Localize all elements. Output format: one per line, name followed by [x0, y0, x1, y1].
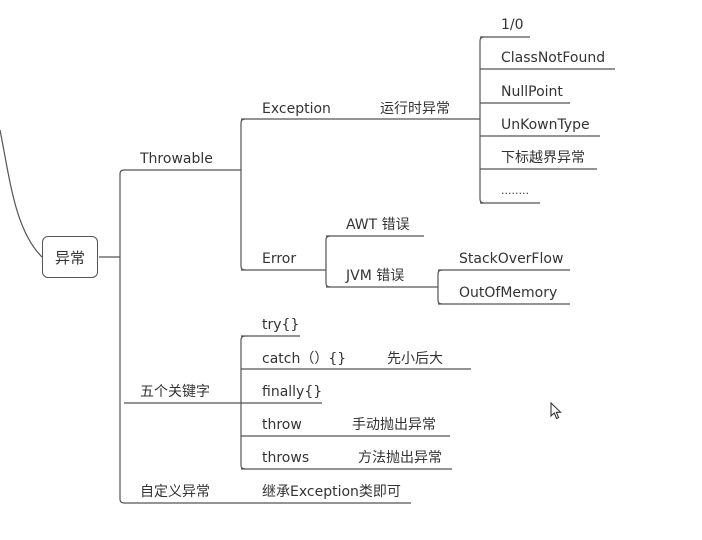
runtime-item[interactable]: 下标越界异常	[501, 150, 585, 166]
keyword-item[interactable]: finally{}	[262, 384, 323, 400]
error-node[interactable]: Error	[262, 251, 297, 267]
runtime-item[interactable]: ClassNotFound	[501, 50, 606, 66]
custom-exception-node[interactable]: 自定义异常	[140, 484, 210, 500]
keywords-node[interactable]: 五个关键字	[140, 384, 210, 400]
runtime-item[interactable]: ........	[501, 184, 529, 197]
keyword-item[interactable]: try{}	[262, 317, 300, 333]
keyword-note[interactable]: 方法抛出异常	[358, 450, 442, 466]
exception-node[interactable]: Exception	[262, 101, 331, 117]
mouse-pointer-icon	[550, 402, 562, 420]
runtime-item[interactable]: NullPoint	[501, 84, 563, 100]
trunk-line	[119, 169, 125, 504]
throwable-node[interactable]: Throwable	[140, 151, 213, 167]
jvm-error-node[interactable]: JVM 错误	[346, 268, 405, 284]
keyword-note[interactable]: 先小后大	[387, 351, 443, 367]
runtime-item[interactable]: UnKownType	[501, 117, 590, 133]
runtime-item[interactable]: 1/0	[501, 17, 524, 33]
keyword-item[interactable]: throws	[262, 450, 310, 466]
jvm-error-item[interactable]: OutOfMemory	[459, 285, 558, 301]
keyword-item[interactable]: throw	[262, 417, 302, 433]
root-label: 异常	[54, 248, 85, 267]
runtime-exception-node[interactable]: 运行时异常	[380, 101, 450, 117]
parent-connector	[0, 129, 43, 258]
jvm-error-item[interactable]: StackOverFlow	[459, 251, 564, 267]
root-node[interactable]: 异常	[42, 236, 98, 278]
keyword-item[interactable]: catch（）{}	[262, 351, 347, 367]
awt-error-node[interactable]: AWT 错误	[346, 217, 410, 233]
keyword-note[interactable]: 手动抛出异常	[352, 417, 436, 433]
custom-exception-note[interactable]: 继承Exception类即可	[262, 484, 401, 500]
